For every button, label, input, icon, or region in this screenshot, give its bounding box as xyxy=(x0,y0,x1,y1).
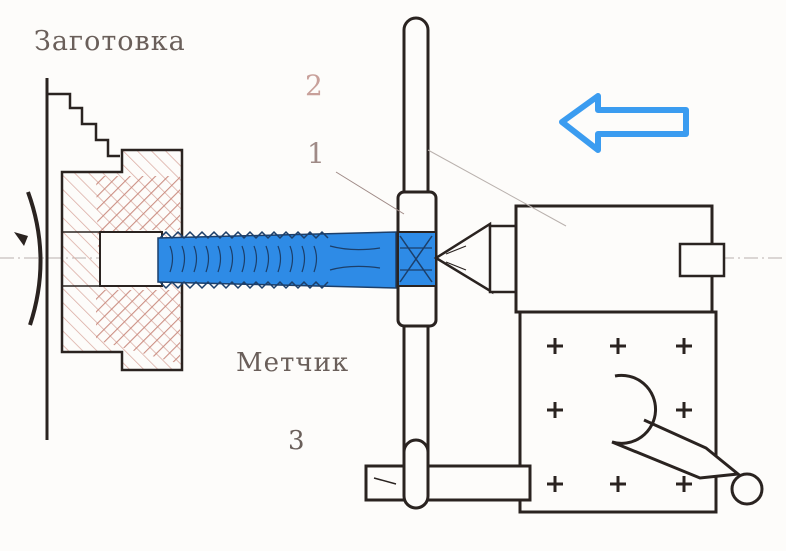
chuck-jaw-steps xyxy=(47,92,120,158)
callout-2-leader xyxy=(427,149,567,227)
tailstock-center xyxy=(433,221,494,295)
tailstock-lock-knob xyxy=(678,242,726,278)
tap-label: Метчик xyxy=(236,348,350,378)
plus-icon xyxy=(547,338,692,492)
callout-1-label: 1 xyxy=(307,137,325,170)
workpiece-label: Заготовка xyxy=(34,26,186,57)
tap-wrench xyxy=(396,16,438,510)
callout-3-label: 3 xyxy=(288,426,305,456)
tap xyxy=(157,230,397,290)
callout-1-leader xyxy=(335,171,405,215)
callout-3-leader xyxy=(373,477,397,485)
callout-2-label: 2 xyxy=(305,69,323,102)
tailstock-quill xyxy=(488,224,518,294)
rotation-arc xyxy=(26,191,43,326)
arrow-left-icon xyxy=(559,93,689,153)
rotation-arrow-head xyxy=(14,232,28,246)
clamp-lever xyxy=(611,373,764,506)
workpiece-section xyxy=(60,148,184,372)
